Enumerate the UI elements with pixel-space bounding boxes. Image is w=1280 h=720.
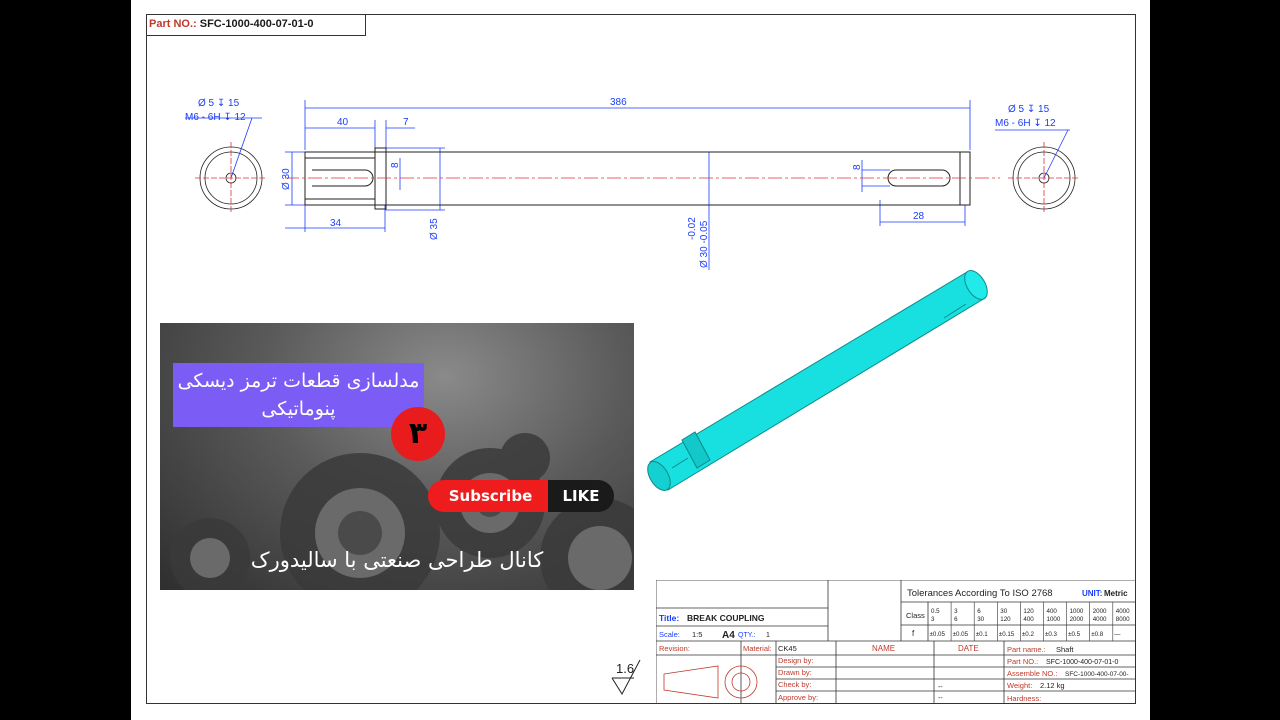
svg-text:1.6: 1.6 xyxy=(616,661,634,676)
tolerance-value: ±0.3 xyxy=(1045,631,1058,638)
tolerance-range-label: 3 xyxy=(931,616,935,623)
surface-roughness-symbol: 1.6 xyxy=(611,659,641,696)
svg-text:A4: A4 xyxy=(722,630,735,641)
drawing-frame xyxy=(146,14,1136,704)
episode-number-badge: ۳ xyxy=(391,407,445,461)
svg-text:Hardness:: Hardness: xyxy=(1007,694,1041,703)
tolerance-range-label: 4000 xyxy=(1116,608,1130,615)
tolerance-range-label: 2000 xyxy=(1070,616,1084,623)
tolerance-value: ±0.8 xyxy=(1091,631,1104,638)
left-hole-callout-2: M6 - 6H ↧ 12 xyxy=(185,112,246,123)
svg-text:1: 1 xyxy=(766,632,770,639)
svg-text:Metric: Metric xyxy=(1104,589,1128,598)
channel-name: کانال طراحی صنعتی با سالیدورک xyxy=(250,548,544,572)
svg-text:Part name.:: Part name.: xyxy=(1007,645,1046,654)
part-number-tag: Part NO.: SFC-1000-400-07-01-0 xyxy=(146,14,366,36)
tolerance-value: ±0.05 xyxy=(930,631,946,638)
tolerance-range-label: 6 xyxy=(977,608,981,615)
tolerance-range-label: 30 xyxy=(1000,608,1007,615)
svg-text:Design by:: Design by: xyxy=(778,656,813,665)
tolerance-value: — xyxy=(1114,631,1121,638)
shaft-collar xyxy=(374,147,387,210)
tolerance-range-label: 2000 xyxy=(1093,608,1107,615)
svg-text:Class: Class xyxy=(906,611,925,620)
left-hole-callout-1: Ø 5 ↧ 15 xyxy=(198,98,240,109)
svg-text:Weight:: Weight: xyxy=(1007,681,1032,690)
dim-7: 7 xyxy=(403,117,409,128)
right-hole-callout-2: M6 - 6H ↧ 12 xyxy=(995,118,1056,129)
tolerance-range-label: 120 xyxy=(1000,616,1011,623)
tolerance-range-label: 400 xyxy=(1023,616,1034,623)
part-number-value: SFC-1000-400-07-01-0 xyxy=(199,18,314,30)
tolerance-range-label: 8000 xyxy=(1116,616,1130,623)
tolerance-value: ±0.2 xyxy=(1022,631,1035,638)
svg-text:Title:: Title: xyxy=(659,613,679,623)
episode-banner: مدلسازی قطعات ترمز دیسکی پنوماتیکی xyxy=(173,363,424,427)
tolerance-range-label: 6 xyxy=(954,616,958,623)
overall-length-dim: 386 xyxy=(610,97,627,108)
like-button[interactable]: LIKE xyxy=(548,480,614,512)
tolerance-range-label: 1000 xyxy=(1070,608,1084,615)
svg-text:Drawn by:: Drawn by: xyxy=(778,668,812,677)
tolerance-range-label: 3 xyxy=(954,608,958,615)
dim-40: 40 xyxy=(337,117,349,128)
svg-text:UNIT:: UNIT: xyxy=(1082,589,1102,598)
svg-text:Shaft: Shaft xyxy=(1056,645,1074,654)
svg-text:DATE: DATE xyxy=(958,644,979,653)
svg-text:Part NO.:: Part NO.: xyxy=(1007,657,1038,666)
tolerance-value: ±0.15 xyxy=(999,631,1015,638)
shaft-body-outline xyxy=(304,151,971,206)
part-number-label: Part NO.: xyxy=(149,18,197,30)
svg-text:SFC-1000-400-07-01-0: SFC-1000-400-07-01-0 xyxy=(1046,659,1118,666)
svg-text:1:5: 1:5 xyxy=(692,630,702,639)
tolerance-range-label: 30 xyxy=(977,616,984,623)
title-block: Tolerances According To ISO 2768 UNIT: M… xyxy=(656,580,1136,704)
svg-text:Approve by:: Approve by: xyxy=(778,693,818,702)
dim-dia-35: Ø 35 xyxy=(429,218,440,240)
tolerance-range-label: 0.5 xyxy=(931,608,940,615)
svg-text:Material:: Material: xyxy=(743,644,772,653)
svg-text:2.12 kg: 2.12 kg xyxy=(1040,681,1065,690)
svg-text:f: f xyxy=(912,629,915,638)
svg-text:QTY.:: QTY.: xyxy=(738,632,755,639)
subscribe-button[interactable]: Subscribe xyxy=(428,480,553,512)
shaft-isometric-model xyxy=(647,270,988,491)
tolerance-value: ±0.1 xyxy=(976,631,989,638)
banner-line-2: پنوماتیکی xyxy=(261,398,336,420)
dim-34: 34 xyxy=(330,218,342,229)
dim-8-right: 8 xyxy=(852,164,863,170)
svg-text:Tolerances According To ISO 27: Tolerances According To ISO 2768 xyxy=(907,588,1053,599)
svg-text:Revision:: Revision: xyxy=(659,644,690,653)
dim-8-left: 8 xyxy=(390,162,401,168)
tolerance-range-label: 1000 xyxy=(1047,616,1061,623)
svg-text:--: -- xyxy=(938,684,943,691)
svg-text:SFC-1000-400-07-00-: SFC-1000-400-07-00- xyxy=(1065,671,1129,678)
tolerance-value: ±0.5 xyxy=(1068,631,1081,638)
gears-graphic xyxy=(170,433,634,590)
tolerance-range-label: 120 xyxy=(1023,608,1034,615)
banner-line-1: مدلسازی قطعات ترمز دیسکی xyxy=(177,370,420,392)
svg-text:CK45: CK45 xyxy=(778,644,797,653)
dim-28: 28 xyxy=(913,211,925,222)
svg-text:Scale:: Scale: xyxy=(659,630,680,639)
svg-text:BREAK COUPLING: BREAK COUPLING xyxy=(687,613,765,623)
dim-tolerance-b: Ø 30 -0.05 xyxy=(699,220,710,268)
tolerance-range-label: 400 xyxy=(1047,608,1058,615)
dim-tolerance-a: -0.02 xyxy=(687,217,698,240)
svg-text:Assemble NO.:: Assemble NO.: xyxy=(1007,669,1057,678)
tolerance-value: ±0.05 xyxy=(953,631,969,638)
right-hole-callout-1: Ø 5 ↧ 15 xyxy=(1008,104,1050,115)
tolerance-range-label: 4000 xyxy=(1093,616,1107,623)
svg-text:NAME: NAME xyxy=(872,644,895,653)
dim-dia-30: Ø 30 xyxy=(281,168,292,190)
svg-text:--: -- xyxy=(938,695,943,702)
svg-text:Check by:: Check by: xyxy=(778,680,811,689)
